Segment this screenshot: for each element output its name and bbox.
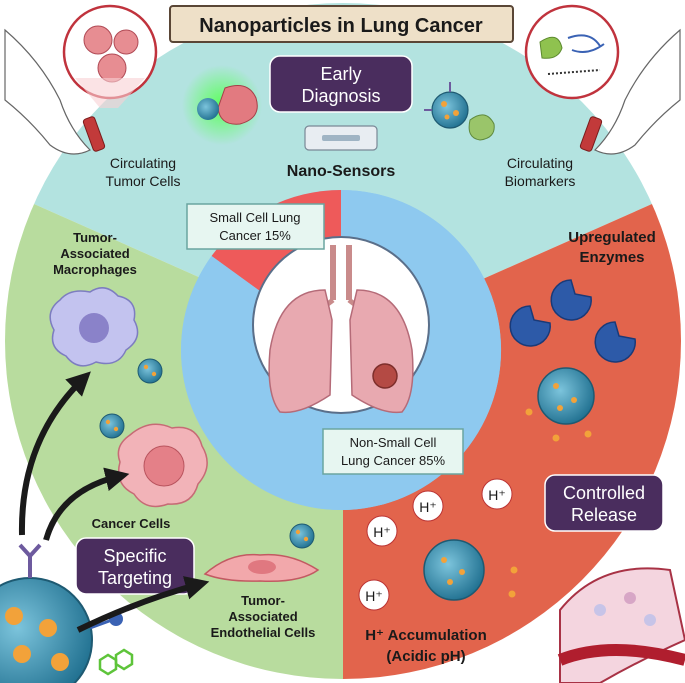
sensor-chip-icon <box>304 125 378 151</box>
taec-label-line2: Associated <box>228 609 297 624</box>
release-nanoparticle-icon-1 <box>525 367 595 442</box>
cancer-cells-label: Cancer Cells <box>92 516 171 531</box>
early-diagnosis-line1: Early <box>320 64 361 84</box>
specific-targeting-line1: Specific <box>103 546 166 566</box>
h-accumulation-line2: (Acidic pH) <box>386 648 465 665</box>
h-ion-4: H⁺ <box>365 588 383 604</box>
specific-targeting-line2: Targeting <box>98 568 172 588</box>
hand-icon <box>4 28 92 155</box>
title-banner: Nanoparticles in Lung Cancer <box>169 5 514 43</box>
taec-label-line3: Endothelial Cells <box>211 625 316 640</box>
pie-label-non-small-cell-line1: Non-Small Cell <box>350 435 437 450</box>
enzyme-icons <box>509 279 636 363</box>
blood-tube-icon-right <box>579 116 603 152</box>
tam-label-line1: Tumor- <box>73 230 117 245</box>
pie-label-non-small-cell-line2: Lung Cancer 85% <box>341 453 446 468</box>
tam-label-line2: Associated <box>60 246 129 261</box>
enzyme-icon-3 <box>594 321 636 363</box>
controlled-release-box: Controlled Release <box>544 474 664 532</box>
lungs-icon <box>268 245 414 414</box>
biomarker-label-line2: Biomarkers <box>505 173 576 189</box>
nano-sensors-label: Nano-Sensors <box>287 163 396 180</box>
pie-label-small-cell-line1: Small Cell Lung <box>209 210 300 225</box>
page-title: Nanoparticles in Lung Cancer <box>199 15 483 37</box>
pie-label-small-cell: Small Cell Lung Cancer 15% <box>186 203 325 250</box>
diagnosis-sector <box>25 3 661 341</box>
tam-label-line3: Macrophages <box>53 262 137 277</box>
h-accumulation-line1: H⁺ Accumulation <box>365 627 487 644</box>
nanoparticle-icon <box>424 82 495 141</box>
large-nanoparticle-icon <box>0 543 134 683</box>
enzyme-icon-2 <box>509 305 551 347</box>
early-diagnosis-box: Early Diagnosis <box>269 55 413 113</box>
biomarker-label-line1: Circulating <box>507 155 573 171</box>
h-ions: H⁺ H⁺ H⁺ H⁺ <box>358 478 513 611</box>
macrophage-icon <box>49 287 139 367</box>
upregulated-enzymes-line1: Upregulated <box>568 229 656 246</box>
blood-tube-icon <box>82 116 106 152</box>
ctc-label-line1: Circulating <box>110 155 176 171</box>
taec-label-line1: Tumor- <box>241 593 285 608</box>
ctc-label-line2: Tumor Cells <box>106 173 181 189</box>
h-ion-1: H⁺ <box>419 499 437 515</box>
nanoparticle-icon-targeting-2 <box>99 413 125 439</box>
pie-label-small-cell-line2: Cancer 15% <box>219 228 291 243</box>
release-nanoparticle-icon-2 <box>423 539 518 601</box>
pie-label-non-small-cell: Non-Small Cell Lung Cancer 85% <box>322 428 464 475</box>
antibody-icon <box>18 543 42 559</box>
cancer-cell-icon <box>117 423 208 508</box>
arrow-icon-3 <box>76 576 210 633</box>
tumor-icon <box>372 363 398 389</box>
enzyme-icon-1 <box>550 279 592 321</box>
endothelial-cell-icon <box>203 553 320 583</box>
nanoparticle-icon-targeting-3 <box>289 523 315 549</box>
h-ion-3: H⁺ <box>373 524 391 540</box>
upregulated-enzymes-line2: Enzymes <box>579 249 644 266</box>
arrow-icon-1 <box>18 371 91 536</box>
ctc-magnifier <box>62 4 158 108</box>
hand-icon-right <box>593 28 681 155</box>
h-ion-2: H⁺ <box>488 487 506 503</box>
early-diagnosis-line2: Diagnosis <box>301 86 380 106</box>
targeting-arrows <box>18 371 210 633</box>
biomarker-magnifier <box>524 4 620 100</box>
arrow-icon-2 <box>43 467 130 541</box>
specific-targeting-box: Specific Targeting <box>75 537 195 595</box>
glowing-nanoparticle-icon <box>182 65 262 145</box>
nanoparticle-icon-targeting-1 <box>137 358 163 384</box>
controlled-release-line1: Controlled <box>563 483 645 503</box>
controlled-release-line2: Release <box>571 505 637 525</box>
blood-vessel-icon <box>557 567 685 683</box>
